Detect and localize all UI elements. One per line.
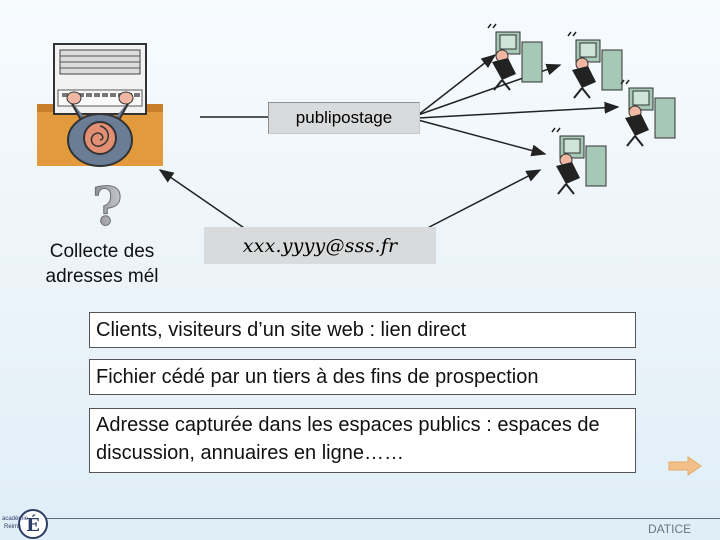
email-example-text: xxx.yyyy@sss.fr	[242, 234, 398, 257]
flow-arrows	[158, 54, 620, 239]
person-at-computer-icon	[37, 43, 163, 167]
source-item: Adresse capturée dans les espaces public…	[89, 408, 636, 473]
question-mark-icon: ?	[92, 177, 122, 238]
next-arrow-icon[interactable]	[668, 456, 702, 476]
email-example-box: xxx.yyyy@sss.fr	[204, 227, 436, 264]
recipient-computer-icon	[567, 31, 623, 99]
arrow-to-recipient-4	[417, 119, 547, 157]
svg-text:É: É	[26, 513, 40, 536]
collect-label: Collecte des adresses mél	[45, 241, 159, 287]
recipient-computer-icon	[620, 79, 676, 147]
recipient-computer-icon	[487, 23, 543, 91]
mailing-label-text: publipostage	[295, 108, 393, 127]
academy-logo: É académie Reims	[2, 509, 48, 539]
mailing-label: publipostage	[268, 102, 420, 134]
arrow-email-to-recipient	[407, 169, 542, 239]
arrow-to-recipient-1	[417, 54, 497, 116]
arrow-to-recipient-3	[417, 101, 620, 119]
footer-divider	[44, 518, 720, 519]
arrow-email-to-sender	[158, 169, 251, 233]
recipient-computer-icon	[551, 127, 607, 195]
footer-label: DATICE	[648, 522, 692, 536]
svg-text:Reims: Reims	[4, 524, 21, 530]
source-item: Fichier cédé par un tiers à des fins de …	[89, 359, 636, 395]
source-item: Clients, visiteurs d’un site web : lien …	[89, 312, 636, 348]
svg-text:académie: académie	[2, 516, 29, 522]
